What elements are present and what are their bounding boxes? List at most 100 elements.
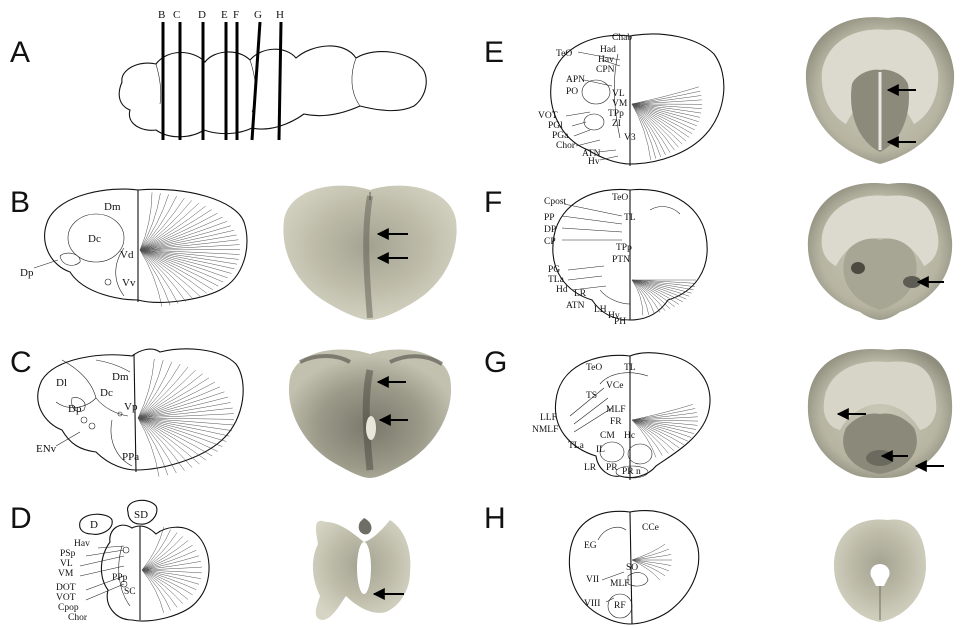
section-label-h: H	[276, 9, 284, 21]
fiber-stroke	[632, 544, 665, 560]
section-line-g	[252, 22, 260, 140]
label-c-dp: Dp	[68, 403, 82, 415]
fiber-stroke	[632, 413, 697, 420]
label-g-mlf: MLF	[606, 405, 626, 415]
label-e-tpp: TPp	[608, 109, 624, 119]
label-d-vot: VOT	[56, 593, 76, 603]
section-line-h	[279, 22, 281, 140]
label-e-po: PO	[566, 87, 578, 97]
label-h-mlf: MLF	[610, 579, 630, 589]
panel-letter-c: C	[10, 346, 32, 379]
label-b-vv: Vv	[122, 277, 136, 289]
label-c-vp: Vp	[124, 401, 138, 413]
photo-f	[808, 183, 952, 320]
label-e-chor: Chor	[556, 141, 576, 151]
fiber-stroke	[632, 87, 699, 104]
label-b-dc: Dc	[88, 233, 101, 245]
photo-c	[289, 349, 451, 478]
label-b-dp: Dp	[20, 267, 34, 279]
fiber-stroke	[632, 549, 669, 560]
label-g-tl: TL	[624, 363, 636, 373]
label-h-viii: VIII	[584, 599, 600, 609]
diagram-b-fibers	[140, 192, 240, 306]
label-g-il: IL	[596, 445, 605, 455]
label-e-apn: APN	[566, 75, 585, 85]
panel-letter-d: D	[10, 502, 32, 535]
label-c-dm: Dm	[112, 371, 129, 383]
diagram-b-dp-region	[60, 253, 80, 265]
label-c-dl: Dl	[56, 377, 67, 389]
fiber-stroke	[140, 250, 239, 259]
label-e-cpn: CPN	[596, 65, 615, 75]
diagram-f-hyp-boundary	[600, 290, 630, 304]
label-g-pr: PR	[606, 463, 618, 473]
label-f-tla: TLa	[548, 275, 565, 285]
fiber-stroke	[142, 527, 164, 570]
label-d-ppp: PPp	[112, 573, 128, 583]
label-g-tla: TLa	[568, 441, 585, 451]
label-d-vm: VM	[58, 569, 74, 579]
fiber-stroke	[138, 359, 154, 418]
section-label-f: F	[233, 9, 239, 21]
panel-letter-a: A	[10, 36, 30, 69]
label-h-eg: EG	[584, 541, 597, 551]
label-f-tl: TL	[624, 213, 636, 223]
fiber-stroke	[140, 250, 240, 254]
label-g-cm: CM	[600, 431, 615, 441]
diagram-h-eg	[598, 527, 626, 540]
panel-d: D SD D Hav PSp VL VM PPp DOT VOT SC Cpop…	[10, 500, 410, 623]
label-d-sc: SC	[124, 587, 136, 597]
label-d-sd: SD	[134, 509, 148, 521]
label-f-pp: PP	[544, 213, 555, 223]
label-f-cp: CP	[544, 237, 556, 247]
panel-e: E Chab Had TeO Hav CPN APN PO VL VM VOT …	[484, 17, 954, 167]
label-e-hav: Hav	[598, 55, 614, 65]
label-d-psp: PSp	[60, 549, 76, 559]
section-label-c: C	[173, 9, 180, 21]
photo-b	[283, 186, 456, 320]
diagram-e-pg-region	[584, 114, 604, 130]
diagram-f-fibers	[632, 280, 696, 315]
label-d-cpop: Cpop	[58, 603, 79, 613]
label-g-lr: LR	[584, 463, 597, 473]
brain-lateral-outline	[119, 46, 426, 137]
label-g-fr: FR	[610, 417, 622, 427]
diagram-f-leaders	[562, 204, 622, 290]
leader-c-env	[56, 432, 80, 446]
panel-letter-h: H	[484, 502, 506, 535]
diagram-e-po-region	[582, 80, 610, 104]
label-e-had: Had	[600, 45, 616, 55]
panel-h: H CCe EG SO VII MLF VIII RF	[484, 502, 926, 624]
diagram-e-outline	[551, 34, 724, 164]
panel-a: A B C D E F G H	[10, 9, 426, 140]
label-d-chor: Chor	[68, 613, 88, 623]
label-f-lr: LR	[574, 289, 587, 299]
leader-b-dp	[34, 260, 58, 268]
label-c-dc: Dc	[100, 387, 113, 399]
diagram-f-torus	[650, 207, 680, 214]
label-e-pga: PGa	[552, 131, 569, 141]
label-c-env: ENv	[36, 443, 57, 455]
label-f-dp: DP	[544, 225, 556, 235]
label-e-vl: VL	[612, 89, 625, 99]
label-d-d: D	[90, 519, 98, 531]
section-label-e: E	[221, 9, 228, 21]
label-f-hd: Hd	[556, 285, 568, 295]
fiber-stroke	[142, 570, 164, 613]
photo-g	[808, 349, 952, 478]
fiber-stroke	[142, 550, 196, 570]
label-g-vce: VCe	[606, 381, 623, 391]
label-e-hv: Hv	[588, 157, 600, 167]
label-d-hav: Hav	[74, 539, 90, 549]
panel-c: C Dl Dm Dc Vp Dp ENv PPa	[10, 346, 451, 478]
label-f-lh: LH	[594, 305, 607, 315]
label-g-nmlf: NMLF	[532, 425, 558, 435]
label-f-cpost: Cpost	[544, 197, 567, 207]
diagram-c-fibers	[138, 359, 234, 477]
label-g-ts: TS	[586, 391, 597, 401]
fiber-stroke	[632, 95, 701, 104]
label-e-v3: V3	[624, 133, 636, 143]
label-e-zi: ZI	[612, 119, 621, 129]
label-g-teo: TeO	[586, 363, 602, 373]
